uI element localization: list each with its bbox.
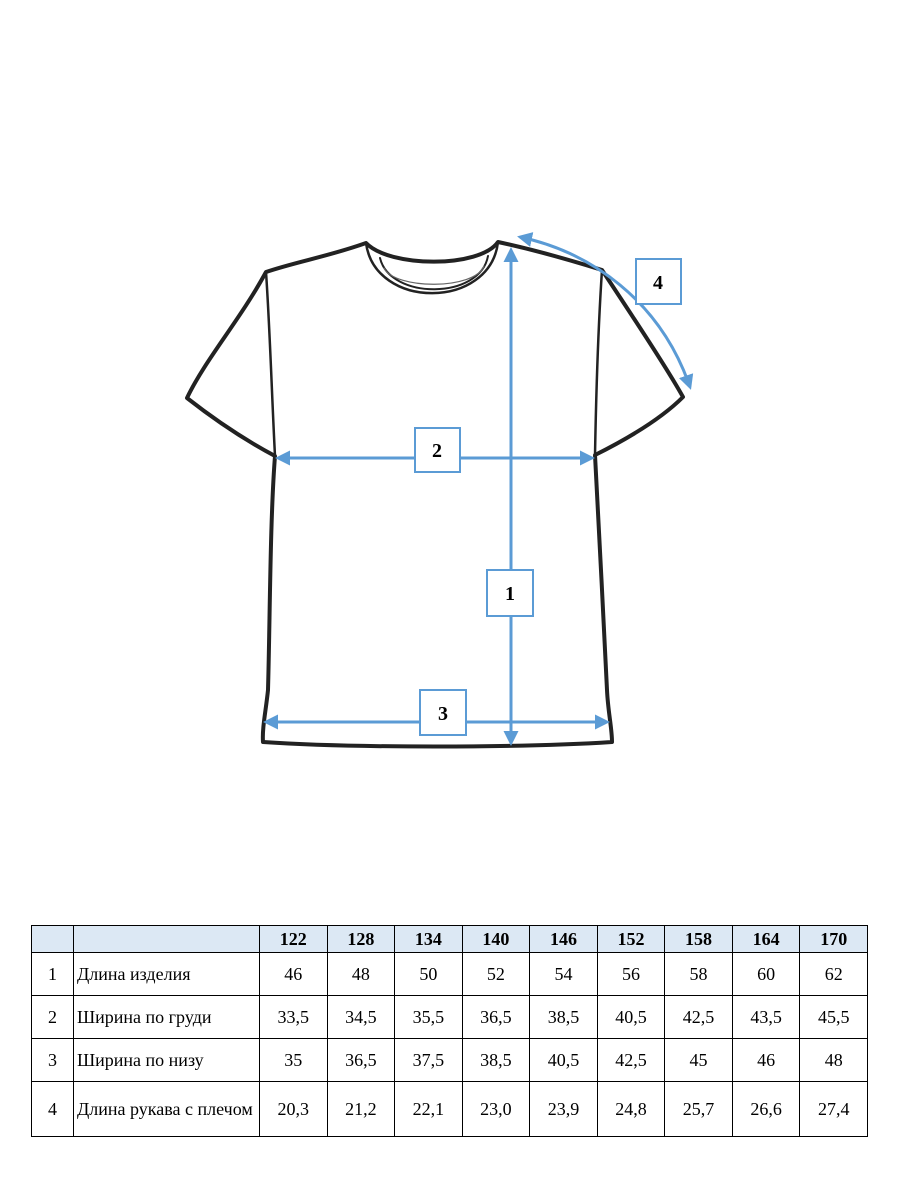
value-cell: 36,5 [461,995,531,1039]
size-header-cell: 122 [259,925,328,953]
value-cell: 23,0 [461,1081,531,1137]
value-cell: 42,5 [664,995,733,1039]
size-table: 122 128 134 140 146 152 158 164 170 1 Дл… [31,925,868,1137]
tshirt-body [185,240,685,749]
value-cell: 43,5 [731,995,801,1039]
value-cell: 40,5 [596,995,666,1039]
value-cell: 22,1 [394,1081,463,1137]
value-cell: 38,5 [461,1038,531,1082]
svg-text:1: 1 [505,583,515,605]
value-cell: 23,9 [529,1081,598,1137]
size-header-cell: 170 [799,925,868,953]
value-cell: 48 [799,1038,868,1082]
left-armhole-seam [264,270,277,458]
value-cell: 35,5 [394,995,463,1039]
sleeve-length-arrow [517,232,694,390]
value-cell: 54 [529,952,598,996]
right-armhole-seam [593,268,604,457]
measurement-name: Длина изделия [73,952,260,996]
table-row: 4 Длина рукава с плечом 20,3 21,2 22,1 2… [31,1081,868,1137]
size-header-cell: 164 [731,925,801,953]
table-row: 3 Ширина по низу 35 36,5 37,5 38,5 40,5 … [31,1038,868,1082]
size-header-row: 122 128 134 140 146 152 158 164 170 [31,925,868,953]
header-name-cell [73,925,260,953]
measurement-arrows [263,232,694,746]
value-cell: 52 [461,952,531,996]
value-cell: 42,5 [596,1038,666,1082]
measurement-name: Ширина по низу [73,1038,260,1082]
marker-1: 1 [486,569,534,617]
value-cell: 62 [799,952,868,996]
size-header-cell: 152 [596,925,666,953]
header-num-cell [31,925,74,953]
value-cell: 38,5 [529,995,598,1039]
value-cell: 21,2 [326,1081,396,1137]
svg-text:4: 4 [653,272,663,294]
value-cell: 45 [664,1038,733,1082]
tshirt-outline [185,240,685,749]
size-header-cell: 128 [326,925,396,953]
value-cell: 45,5 [799,995,868,1039]
marker-2: 2 [414,427,461,473]
value-cell: 48 [326,952,396,996]
row-number: 4 [31,1081,74,1137]
row-number: 1 [31,952,74,996]
value-cell: 36,5 [326,1038,396,1082]
svg-text:2: 2 [432,440,442,462]
value-cell: 33,5 [259,995,328,1039]
measurement-name: Длина рукава с плечом [73,1081,260,1137]
value-cell: 58 [664,952,733,996]
row-number: 3 [31,1038,74,1082]
collar-rib [383,265,485,285]
value-cell: 40,5 [529,1038,598,1082]
size-header-cell: 134 [394,925,463,953]
value-cell: 37,5 [394,1038,463,1082]
marker-3: 3 [419,689,467,736]
value-cell: 35 [259,1038,328,1082]
size-header-cell: 158 [664,925,733,953]
size-header-cell: 140 [461,925,531,953]
value-cell: 27,4 [799,1081,868,1137]
value-cell: 26,6 [731,1081,801,1137]
size-header-cell: 146 [529,925,598,953]
value-cell: 25,7 [664,1081,733,1137]
table-row: 1 Длина изделия 46 48 50 52 54 56 58 60 … [31,952,868,996]
svg-text:3: 3 [438,703,448,725]
marker-4: 4 [635,258,682,305]
value-cell: 34,5 [326,995,396,1039]
value-cell: 20,3 [259,1081,328,1137]
value-cell: 56 [596,952,666,996]
table-row: 2 Ширина по груди 33,5 34,5 35,5 36,5 38… [31,995,868,1039]
value-cell: 46 [731,1038,801,1082]
row-number: 2 [31,995,74,1039]
value-cell: 46 [259,952,328,996]
measurement-name: Ширина по груди [73,995,260,1039]
collar-outer [364,240,500,295]
value-cell: 50 [394,952,463,996]
value-cell: 24,8 [596,1081,666,1137]
tshirt-measurement-diagram: 1 2 3 4 [185,232,694,749]
value-cell: 60 [731,952,801,996]
